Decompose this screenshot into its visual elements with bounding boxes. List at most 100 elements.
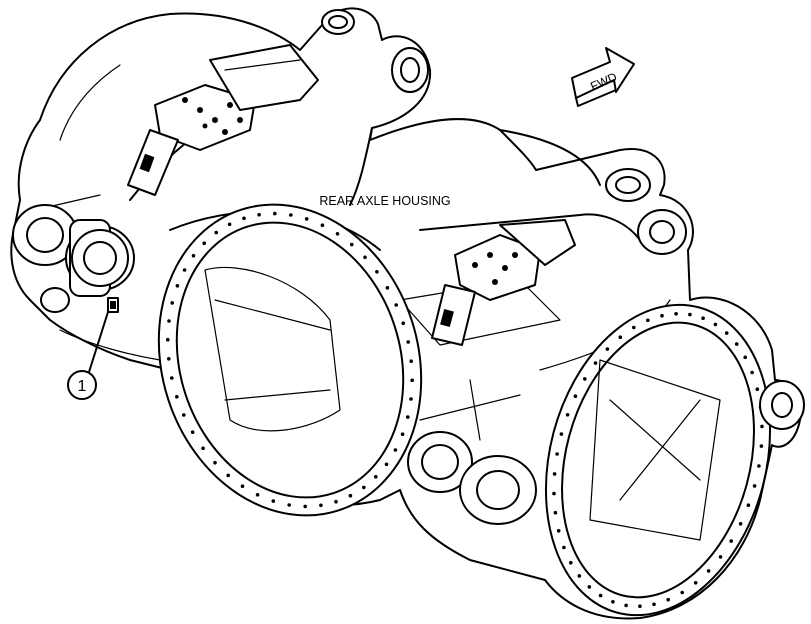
- bolt-hole: [289, 213, 293, 217]
- bolt-hole: [170, 301, 174, 305]
- bolt-hole: [556, 529, 561, 533]
- bolt-hole: [393, 448, 398, 452]
- bolt-hole: [734, 342, 739, 346]
- bolt-hole: [362, 485, 366, 490]
- bolt-hole: [167, 357, 171, 361]
- bolt-hole: [729, 539, 733, 543]
- bolt-hole: [565, 413, 570, 417]
- bolt-hole: [166, 337, 170, 342]
- left-end-bosses: [12, 204, 135, 313]
- right-flange-ring: [544, 303, 772, 617]
- right-flange-bolt-holes: [552, 312, 764, 608]
- bolt-hole: [569, 560, 573, 565]
- bolt-hole: [593, 361, 598, 365]
- component-tag: [107, 297, 119, 313]
- bolt-hole: [757, 464, 761, 468]
- bolt-hole: [410, 378, 415, 383]
- bolt-hole: [213, 460, 217, 465]
- left-flange-ring: [157, 203, 423, 517]
- bolt-hole: [713, 322, 718, 327]
- bolt-hole: [611, 600, 615, 604]
- bolt-hole: [319, 503, 323, 508]
- bolt-hole: [190, 430, 195, 435]
- bolt-hole: [273, 211, 277, 216]
- bolt-hole: [303, 504, 308, 509]
- bolt-hole: [605, 347, 610, 351]
- bolt-hole: [334, 499, 338, 504]
- bolt-hole: [394, 303, 399, 307]
- bolt-hole: [385, 286, 390, 290]
- housing-label: REAR AXLE HOUSING: [319, 194, 450, 208]
- bolt-hole: [350, 242, 354, 247]
- bolt-hole: [401, 321, 406, 326]
- bolt-hole: [374, 475, 378, 479]
- bolt-hole: [706, 569, 711, 573]
- bolt-hole: [226, 473, 230, 478]
- bolt-hole: [552, 491, 556, 496]
- bolt-hole: [559, 432, 564, 436]
- bolt-hole: [255, 493, 260, 497]
- bolt-hole: [175, 284, 180, 288]
- bolt-hole: [409, 397, 413, 401]
- left-flange-bolt-holes: [166, 211, 415, 509]
- bolt-hole: [646, 318, 650, 323]
- bolt-hole: [674, 312, 678, 316]
- bolt-hole: [335, 232, 340, 236]
- bolt-hole: [738, 522, 743, 526]
- bolt-hole: [320, 223, 325, 227]
- bolt-hole: [202, 241, 206, 245]
- bolt-hole: [693, 581, 698, 585]
- right-valve-assembly: [431, 219, 576, 346]
- bolt-hole: [587, 585, 592, 589]
- callout-1-number: 1: [78, 378, 87, 395]
- bolt-hole: [760, 424, 764, 429]
- bolt-hole: [375, 270, 379, 274]
- bolt-hole: [201, 446, 205, 451]
- bolt-hole: [701, 316, 705, 321]
- bolt-hole: [624, 603, 628, 608]
- bolt-hole: [577, 574, 582, 578]
- bolt-hole: [680, 590, 684, 595]
- bolt-hole: [363, 255, 367, 260]
- bolt-hole: [598, 593, 603, 598]
- bolt-hole: [718, 555, 723, 559]
- bolt-hole: [167, 319, 171, 323]
- lower-bosses: [407, 380, 805, 525]
- bolt-hole: [666, 597, 670, 602]
- left-valve-assembly: [127, 44, 319, 196]
- bolt-hole: [618, 335, 623, 340]
- callout-1: 1: [67, 311, 109, 400]
- bolt-hole: [553, 510, 558, 515]
- bolt-hole: [175, 395, 179, 399]
- bolt-hole: [632, 325, 636, 330]
- bolt-hole: [384, 462, 389, 467]
- bolt-hole: [752, 484, 757, 488]
- bolt-hole: [406, 340, 411, 344]
- bolt-hole: [257, 212, 261, 217]
- bolt-hole: [182, 268, 187, 272]
- fwd-direction-arrow: FWD: [571, 47, 635, 107]
- bolt-hole: [214, 230, 218, 235]
- bolt-hole: [638, 604, 642, 608]
- bolt-hole: [759, 444, 764, 448]
- bolt-hole: [182, 413, 186, 417]
- bolt-hole: [400, 432, 405, 437]
- bolt-hole: [562, 545, 566, 550]
- bolt-hole: [746, 503, 751, 508]
- bolt-hole: [170, 376, 174, 380]
- bolt-hole: [583, 377, 587, 381]
- bolt-hole: [240, 484, 245, 489]
- bolt-hole: [660, 313, 664, 318]
- bolt-hole: [227, 222, 232, 227]
- bolt-hole: [409, 359, 414, 364]
- bolt-hole: [755, 387, 760, 392]
- bolt-hole: [688, 312, 692, 317]
- bolt-hole: [191, 253, 196, 258]
- bolt-hole: [242, 216, 246, 221]
- bolt-hole: [406, 415, 410, 419]
- upper-mounting-ears: [321, 9, 687, 255]
- bolt-hole: [304, 217, 309, 221]
- bolt-hole: [724, 331, 729, 335]
- bolt-hole: [750, 370, 754, 375]
